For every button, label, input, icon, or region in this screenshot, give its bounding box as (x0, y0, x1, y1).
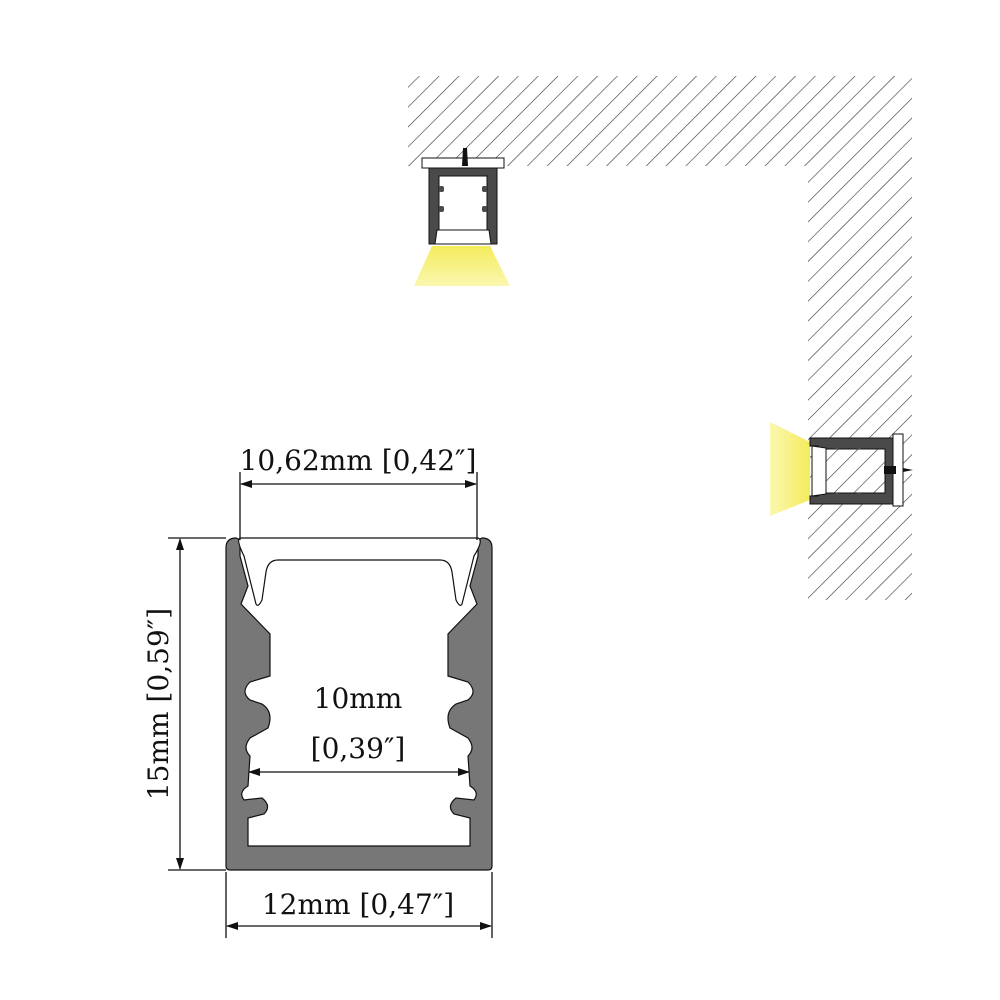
height-label: 15mm [0,59″] (142, 608, 175, 800)
ceiling-wall-hatch (408, 76, 912, 600)
top-width-label: 10,62mm [0,42″] (240, 444, 477, 477)
aluminium-profile (225, 537, 493, 871)
profile-cross-section: 10,62mm [0,42″] 10mm [0,39″] 12mm [0,47″… (142, 444, 493, 938)
dimension-top-width: 10,62mm [0,42″] (239, 444, 478, 540)
ceiling-profile (414, 148, 510, 286)
wall-profile (770, 422, 913, 516)
inner-width-mm-label: 10mm (314, 682, 403, 715)
dimension-inner-width: 10mm [0,39″] (248, 682, 470, 776)
wall-light-beam (770, 422, 810, 516)
diffuser (238, 537, 481, 606)
ceiling-light-beam (414, 246, 510, 286)
dimension-bottom-width: 12mm [0,47″] (225, 872, 493, 938)
bottom-width-label: 12mm [0,47″] (262, 888, 454, 921)
installation-scene (408, 76, 913, 600)
inner-width-in-label: [0,39″] (311, 732, 406, 765)
dimension-height: 15mm [0,59″] (142, 537, 226, 871)
